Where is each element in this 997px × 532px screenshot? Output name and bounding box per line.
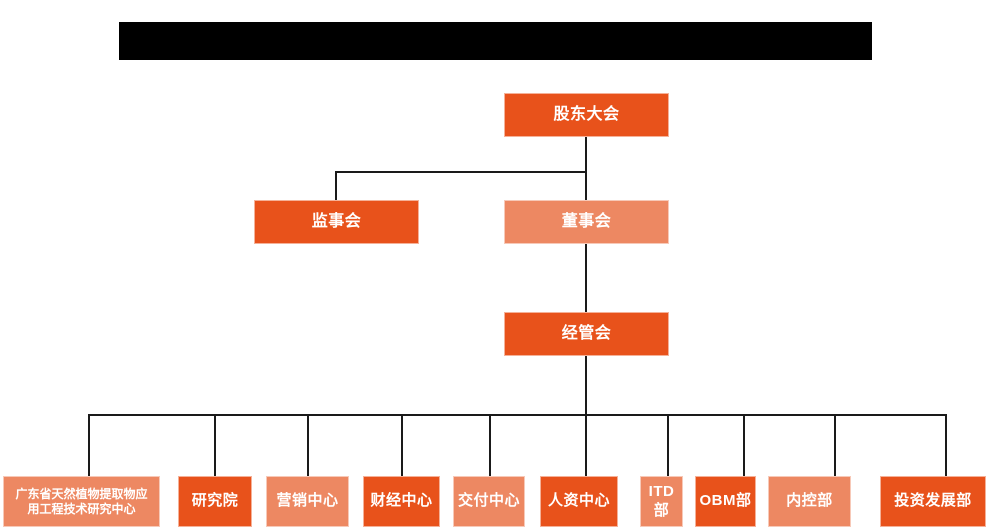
- node-research-institute[interactable]: 研究院: [178, 476, 252, 527]
- connector-leaf-bus: [88, 414, 946, 416]
- connector-drop-leaf-8: [743, 414, 745, 476]
- node-label-line-1: 广东省天然植物提取物应: [15, 486, 148, 501]
- connector-directors-to-management: [585, 243, 587, 313]
- connector-management-down: [585, 356, 587, 416]
- node-label-line-2: 用工程技术研究中心: [27, 501, 136, 516]
- node-management-committee[interactable]: 经管会: [504, 312, 669, 356]
- node-shareholders-meeting[interactable]: 股东大会: [504, 93, 669, 137]
- connector-level2-horizontal: [335, 171, 587, 173]
- connector-drop-leaf-9: [834, 414, 836, 476]
- node-obm-department[interactable]: OBM部: [695, 476, 756, 527]
- node-delivery-center[interactable]: 交付中心: [453, 476, 525, 527]
- connector-drop-leaf-6: [585, 414, 587, 476]
- connector-drop-leaf-3: [307, 414, 309, 476]
- connector-drop-leaf-4: [401, 414, 403, 476]
- connector-to-supervisors: [335, 171, 337, 201]
- connector-drop-leaf-7: [667, 414, 669, 476]
- connector-to-directors: [585, 171, 587, 201]
- node-itd-department[interactable]: ITD部: [640, 476, 683, 527]
- connector-drop-leaf-10: [945, 414, 947, 476]
- node-guangdong-research-center[interactable]: 广东省天然植物提取物应 用工程技术研究中心: [3, 476, 160, 527]
- node-investment-development-department[interactable]: 投资发展部: [880, 476, 986, 527]
- connector-shareholders-down: [585, 137, 587, 172]
- node-board-of-directors[interactable]: 董事会: [504, 200, 669, 244]
- node-marketing-center[interactable]: 营销中心: [266, 476, 349, 527]
- connector-drop-leaf-1: [88, 414, 90, 476]
- connector-drop-leaf-5: [489, 414, 491, 476]
- connector-drop-leaf-2: [214, 414, 216, 476]
- node-internal-control-department[interactable]: 内控部: [768, 476, 851, 527]
- node-hr-center[interactable]: 人资中心: [540, 476, 618, 527]
- redacted-title-bar: [119, 22, 872, 60]
- node-board-of-supervisors[interactable]: 监事会: [254, 200, 419, 244]
- node-finance-center[interactable]: 财经中心: [363, 476, 440, 527]
